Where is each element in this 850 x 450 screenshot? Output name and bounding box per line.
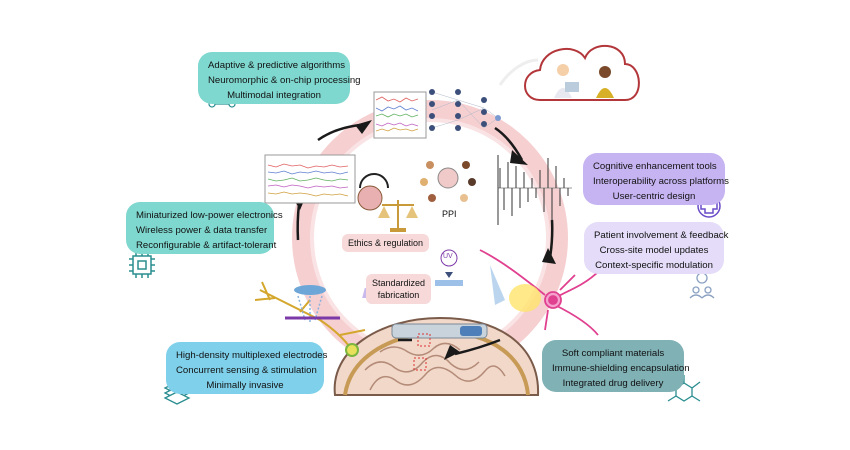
materials-line-1: Soft compliant materials bbox=[561, 348, 665, 359]
patient-line-1: Patient involvement & feedback bbox=[594, 230, 729, 241]
fabrication-line-2: fabrication bbox=[377, 290, 420, 300]
electrodes-line-2: Concurrent sensing & stimulation bbox=[176, 365, 317, 376]
cloud-icon bbox=[524, 44, 640, 101]
electronics-line-3: Reconfigurable & artifact-tolerant bbox=[136, 240, 277, 251]
algorithms-box: Adaptive & predictive algorithms Neuromo… bbox=[198, 52, 361, 104]
electrodes-line-3: Minimally invasive bbox=[206, 380, 284, 391]
uv-label: UV bbox=[443, 253, 453, 260]
cognitive-box: Cognitive enhancement tools Interoperabi… bbox=[583, 153, 729, 205]
neuron-icon bbox=[254, 281, 366, 357]
algorithms-line-1: Adaptive & predictive algorithms bbox=[208, 60, 346, 71]
electrodes-box: High-density multiplexed electrodes Conc… bbox=[166, 342, 328, 394]
electrodes-line-1: High-density multiplexed electrodes bbox=[176, 350, 328, 361]
materials-line-2: Immune-shielding encapsulation bbox=[552, 363, 690, 374]
electronics-line-1: Miniaturized low-power electronics bbox=[136, 210, 283, 221]
fabrication-tag: Standardized fabrication bbox=[366, 274, 432, 304]
neuron-icon bbox=[479, 249, 601, 336]
people-icon bbox=[420, 161, 476, 202]
electronics-box: Miniaturized low-power electronics Wirel… bbox=[126, 202, 283, 254]
signal-traces bbox=[264, 154, 356, 204]
cognitive-line-1: Cognitive enhancement tools bbox=[593, 161, 717, 172]
chip-icon bbox=[129, 252, 155, 278]
people-feedback-icon bbox=[689, 272, 715, 299]
stimulation-waveform bbox=[497, 155, 572, 225]
materials-box: Soft compliant materials Immune-shieldin… bbox=[542, 340, 690, 392]
patient-box: Patient involvement & feedback Cross-sit… bbox=[584, 222, 729, 274]
brain-icon bbox=[333, 316, 540, 396]
algorithms-line-2: Neuromorphic & on-chip processing bbox=[208, 75, 361, 86]
cognitive-line-3: User-centric design bbox=[612, 191, 696, 202]
algorithms-line-3: Multimodal integration bbox=[227, 90, 321, 101]
neural-network-icon bbox=[429, 89, 501, 131]
ppi-label: PPI bbox=[442, 209, 457, 219]
cognitive-line-2: Interoperability across platforms bbox=[593, 176, 729, 187]
electronics-line-2: Wireless power & data transfer bbox=[136, 225, 268, 236]
materials-line-3: Integrated drug delivery bbox=[562, 378, 664, 389]
patient-line-3: Context-specific modulation bbox=[595, 260, 713, 271]
ethics-regulation-tag: Ethics & regulation bbox=[342, 234, 430, 252]
fabrication-line-1: Standardized bbox=[372, 278, 426, 288]
molecule-icon bbox=[667, 375, 701, 402]
scales-icon bbox=[357, 173, 418, 232]
patient-line-2: Cross-site model updates bbox=[599, 245, 709, 256]
